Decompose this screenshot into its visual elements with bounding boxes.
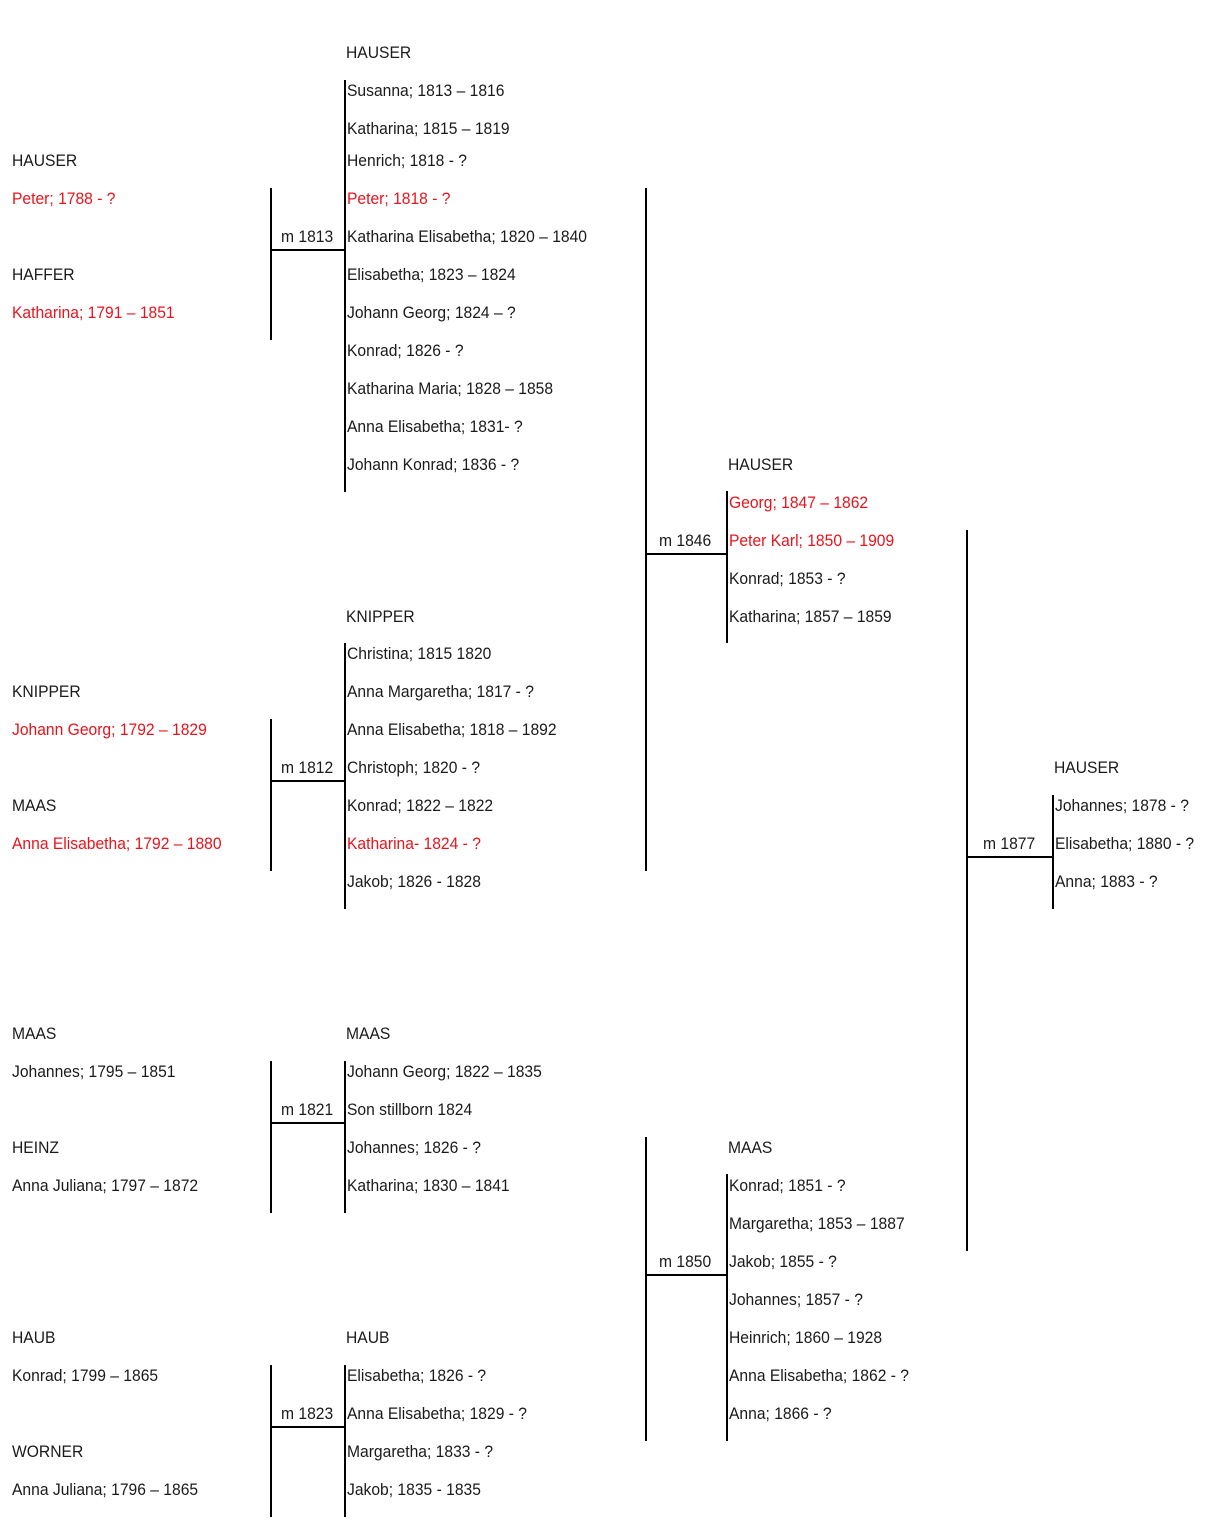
father-surname: HAUB bbox=[12, 1328, 56, 1347]
child-entry: Elisabetha; 1880 - ? bbox=[1055, 834, 1195, 853]
children-bracket-line bbox=[1052, 795, 1054, 909]
child-entry: Johannes; 1857 - ? bbox=[729, 1290, 863, 1309]
parents-connector-line bbox=[270, 188, 272, 340]
child-entry: Anna Elisabetha; 1818 – 1892 bbox=[347, 720, 557, 739]
child-entry: Anna Elisabetha; 1831- ? bbox=[347, 417, 523, 436]
father-name: Johann Georg; 1792 – 1829 bbox=[12, 720, 207, 739]
parents-connector-line bbox=[270, 1061, 272, 1213]
mother-surname: WORNER bbox=[12, 1442, 84, 1461]
parents-connector-line bbox=[270, 1365, 272, 1517]
children-surname: HAUSER bbox=[346, 43, 412, 62]
child-entry: Susanna; 1813 – 1816 bbox=[347, 81, 505, 100]
child-entry: Konrad; 1826 - ? bbox=[347, 341, 464, 360]
mother-name: Anna Juliana; 1796 – 1865 bbox=[12, 1480, 199, 1499]
marriage-label: m 1812 bbox=[281, 758, 334, 777]
mother-name: Anna Juliana; 1797 – 1872 bbox=[12, 1176, 199, 1195]
marriage-connector-line bbox=[645, 553, 728, 555]
child-entry: Konrad; 1822 – 1822 bbox=[347, 796, 494, 815]
father-name: Peter; 1788 - ? bbox=[12, 189, 116, 208]
child-entry: Johannes; 1878 - ? bbox=[1055, 796, 1189, 815]
children-surname: KNIPPER bbox=[346, 607, 415, 626]
child-entry: Katharina Elisabetha; 1820 – 1840 bbox=[347, 227, 588, 246]
children-bracket-line bbox=[344, 643, 346, 909]
child-entry: Son stillborn 1824 bbox=[347, 1100, 473, 1119]
mother-surname: HEINZ bbox=[12, 1138, 59, 1157]
child-entry: Heinrich; 1860 – 1928 bbox=[729, 1328, 883, 1347]
children-surname: MAAS bbox=[346, 1024, 391, 1043]
child-entry: Katharina; 1830 – 1841 bbox=[347, 1176, 510, 1195]
child-entry: Katharina; 1815 – 1819 bbox=[347, 119, 510, 138]
parents-connector-line bbox=[645, 188, 647, 871]
child-entry: Margaretha; 1853 – 1887 bbox=[729, 1214, 905, 1233]
children-surname: HAUSER bbox=[1054, 758, 1120, 777]
child-entry: Johann Georg; 1824 – ? bbox=[347, 303, 516, 322]
children-surname: MAAS bbox=[728, 1138, 773, 1157]
marriage-label: m 1823 bbox=[281, 1404, 334, 1423]
child-entry: Henrich; 1818 - ? bbox=[347, 151, 467, 170]
child-entry: Georg; 1847 – 1862 bbox=[729, 493, 869, 512]
marriage-connector-line bbox=[270, 780, 346, 782]
child-entry: Anna Elisabetha; 1829 - ? bbox=[347, 1404, 528, 1423]
marriage-label: m 1846 bbox=[659, 531, 712, 550]
marriage-connector-line bbox=[270, 1426, 346, 1428]
marriage-connector-line bbox=[270, 1122, 346, 1124]
marriage-label: m 1813 bbox=[281, 227, 334, 246]
mother-surname: HAFFER bbox=[12, 265, 75, 284]
father-surname: MAAS bbox=[12, 1024, 57, 1043]
father-surname: HAUSER bbox=[12, 151, 78, 170]
child-entry: Jakob; 1855 - ? bbox=[729, 1252, 837, 1271]
child-entry: Anna Margaretha; 1817 - ? bbox=[347, 682, 534, 701]
child-entry: Margaretha; 1833 - ? bbox=[347, 1442, 494, 1461]
child-entry: Peter; 1818 - ? bbox=[347, 189, 451, 208]
parents-connector-line bbox=[645, 1137, 647, 1441]
mother-name: Anna Elisabetha; 1792 – 1880 bbox=[12, 834, 222, 853]
child-entry: Jakob; 1826 - 1828 bbox=[347, 872, 481, 891]
child-entry: Konrad; 1851 - ? bbox=[729, 1176, 846, 1195]
children-surname: HAUSER bbox=[728, 455, 794, 474]
child-entry: Anna; 1866 - ? bbox=[729, 1404, 832, 1423]
child-entry: Anna Elisabetha; 1862 - ? bbox=[729, 1366, 910, 1385]
child-entry: Christoph; 1820 - ? bbox=[347, 758, 481, 777]
child-entry: Peter Karl; 1850 – 1909 bbox=[729, 531, 895, 550]
marriage-label: m 1877 bbox=[983, 834, 1036, 853]
child-entry: Katharina Maria; 1828 – 1858 bbox=[347, 379, 554, 398]
father-surname: KNIPPER bbox=[12, 682, 81, 701]
children-bracket-line bbox=[344, 1365, 346, 1517]
child-entry: Konrad; 1853 - ? bbox=[729, 569, 846, 588]
marriage-label: m 1850 bbox=[659, 1252, 712, 1271]
marriage-connector-line bbox=[645, 1274, 728, 1276]
child-entry: Jakob; 1835 - 1835 bbox=[347, 1480, 481, 1499]
child-entry: Anna; 1883 - ? bbox=[1055, 872, 1158, 891]
marriage-connector-line bbox=[270, 249, 346, 251]
children-bracket-line bbox=[344, 80, 346, 492]
children-bracket-line bbox=[344, 1061, 346, 1213]
child-entry: Elisabetha; 1823 – 1824 bbox=[347, 265, 516, 284]
marriage-connector-line bbox=[966, 856, 1054, 858]
parents-connector-line bbox=[270, 719, 272, 871]
child-entry: Christina; 1815 1820 bbox=[347, 644, 492, 663]
parents-connector-line bbox=[966, 530, 968, 1251]
marriage-label: m 1821 bbox=[281, 1100, 334, 1119]
children-bracket-line bbox=[726, 491, 728, 643]
child-entry: Katharina- 1824 - ? bbox=[347, 834, 481, 853]
father-name: Konrad; 1799 – 1865 bbox=[12, 1366, 159, 1385]
child-entry: Johannes; 1826 - ? bbox=[347, 1138, 481, 1157]
mother-surname: MAAS bbox=[12, 796, 57, 815]
mother-name: Katharina; 1791 – 1851 bbox=[12, 303, 175, 322]
child-entry: Johann Georg; 1822 – 1835 bbox=[347, 1062, 542, 1081]
child-entry: Katharina; 1857 – 1859 bbox=[729, 607, 892, 626]
child-entry: Johann Konrad; 1836 - ? bbox=[347, 455, 520, 474]
children-bracket-line bbox=[726, 1174, 728, 1441]
children-surname: HAUB bbox=[346, 1328, 390, 1347]
child-entry: Elisabetha; 1826 - ? bbox=[347, 1366, 487, 1385]
father-name: Johannes; 1795 – 1851 bbox=[12, 1062, 176, 1081]
